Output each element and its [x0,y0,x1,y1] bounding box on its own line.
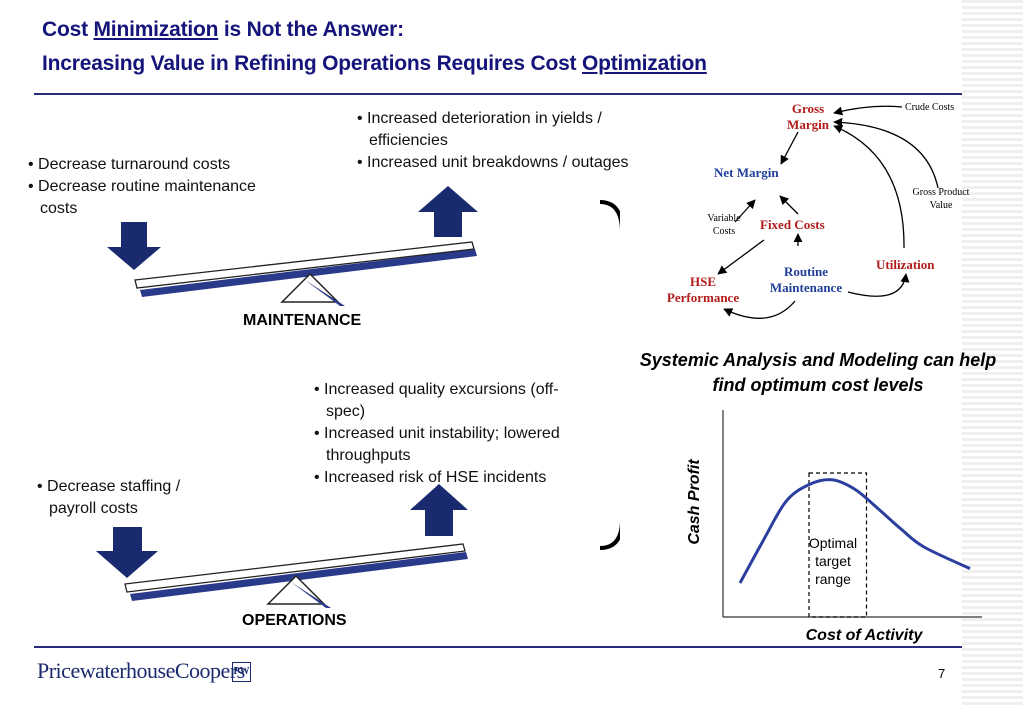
page-number: 7 [938,666,946,681]
footer-rule [34,646,962,648]
maintenance-down-arrow [107,222,161,270]
node-routine-maintenance: Routine Maintenance [769,264,843,295]
operations-beam-shadow [130,552,468,601]
bullet-item: • Increased unit instability; lowered th… [314,425,560,464]
systemic-analysis-text: Systemic Analysis and Modeling can help … [639,350,997,395]
operations-right-bullets: • Increased quality excursions (off-spec… [314,379,594,489]
bullet-item: • Decrease routine maintenance costs [28,178,256,217]
operations-up-arrow [410,484,468,536]
title-line-2: Increasing Value in Refining Operations … [42,52,707,75]
cash-profit-chart [722,410,982,618]
operations-beam [124,543,466,593]
pwc-logo: PricewaterhouseCoopers [37,658,245,683]
operations-fulcrum-shadow [291,582,331,608]
bullet-item: • Increased risk of HSE incidents [314,469,547,486]
maintenance-label: MAINTENANCE [243,312,362,329]
curly-brace [599,200,620,550]
operations-fulcrum [266,574,326,605]
maintenance-fulcrum [280,272,340,303]
maintenance-up-arrow [418,186,478,237]
y-axis-label: Cash Profit [686,459,703,545]
x-axis-label: Cost of Activity [805,627,923,644]
operations-label: OPERATIONS [242,612,347,629]
node-gross-product-value: Gross Product Value [912,187,970,211]
bullet-item: • Decrease turnaround costs [28,156,231,173]
bullet-item: • Decrease staffing / payroll costs [37,478,181,517]
maintenance-fulcrum-shadow [305,280,345,306]
balance-graphics [96,186,620,608]
maintenance-beam-shadow [140,249,477,297]
optimal-target-range-label: Optimal target range [808,535,858,587]
node-hse-performance: HSE Performance [666,274,740,305]
decorative-stripe [962,0,1023,708]
header-rule [34,93,962,95]
node-crude-costs: Crude Costs [905,102,955,113]
bullet-item: • Increased deterioration in yields / ef… [357,110,602,149]
maintenance-right-bullets: • Increased deterioration in yields / ef… [357,108,647,174]
node-variable-costs: Variable Costs [707,213,741,237]
operations-left-bullets: • Decrease staffing / payroll costs [37,476,227,520]
bullet-item: • Increased quality excursions (off-spec… [314,381,559,420]
pwc-seal-icon: PW [232,662,251,682]
optimal-range-box [808,472,868,618]
influence-diagram-arrows [717,105,939,319]
cash-profit-curve [738,478,971,584]
bullet-item: • Increased unit breakdowns / outages [357,154,629,171]
maintenance-left-bullets: • Decrease turnaround costs • Decrease r… [28,154,273,220]
node-net-margin: Net Margin [714,165,779,180]
node-gross-margin: Gross Margin [787,101,829,132]
title-line-1: Cost Minimization is Not the Answer: [42,18,404,41]
node-fixed-costs: Fixed Costs [760,217,825,232]
node-utilization: Utilization [876,257,935,272]
operations-down-arrow [96,527,158,578]
maintenance-beam [134,241,475,289]
